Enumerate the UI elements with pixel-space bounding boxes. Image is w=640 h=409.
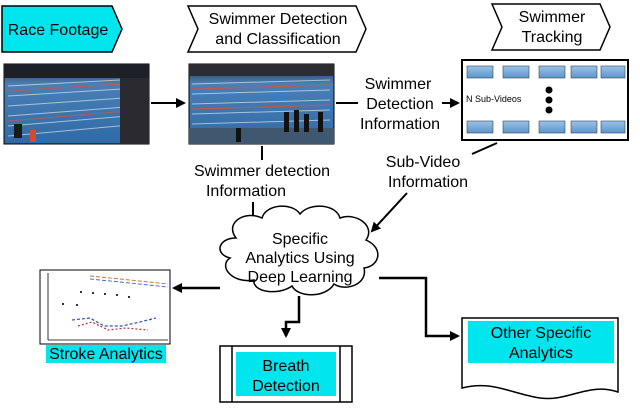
- tracking-stage: Swimmer Tracking: [490, 3, 611, 51]
- detection-image: [188, 63, 335, 145]
- other-label-line1: Other Specific: [491, 325, 591, 342]
- detection-label-line2: and Classification: [215, 31, 340, 48]
- race-footage-shape: [1, 5, 123, 53]
- cloud-label-line1: Specific: [272, 231, 328, 248]
- race-footage-stage: Race Footage: [1, 5, 123, 53]
- race-footage-label: Race Footage: [8, 22, 109, 39]
- cloud-label-line3: Deep Learning: [248, 269, 353, 286]
- ellipsis-dots: [545, 86, 553, 114]
- detection-stage: Swimmer Detection and Classification: [186, 5, 367, 53]
- other-label-line2: Analytics: [509, 345, 573, 362]
- subvideo-info-label: Sub-Video Information: [386, 154, 468, 191]
- detection-label-line1: Swimmer Detection: [209, 11, 348, 28]
- tracking-shape: [490, 3, 611, 51]
- arrow-cloud-to-breath: [281, 296, 301, 338]
- subvideo-thumbnails-bottom: [466, 120, 626, 134]
- detection-shape: [186, 5, 367, 53]
- subvideo-thumbnails-top: [466, 65, 626, 79]
- stroke-chart-frame: [39, 269, 171, 345]
- svg-text:Sub-Video: Sub-Video: [386, 154, 461, 171]
- svg-text:Detection: Detection: [366, 96, 434, 113]
- detection-info-label: Swimmer Detection Information: [360, 76, 440, 133]
- arrow-cloud-to-other: [379, 276, 460, 341]
- stroke-analytics-label: Stroke Analytics: [49, 346, 163, 363]
- cloud-label-line2: Analytics Using: [245, 250, 354, 267]
- arrow-subvideo-to-cloud: [370, 192, 408, 233]
- stroke-analytics-highlight: [46, 345, 166, 363]
- breath-label-line1: Breath: [262, 358, 309, 375]
- race-footage-image: [3, 63, 150, 145]
- svg-text:Swimmer detection: Swimmer detection: [194, 163, 330, 180]
- tracking-label-line1: Swimmer: [519, 9, 586, 26]
- other-analytics-output: Other Specific Analytics: [461, 317, 619, 400]
- cloud-shape: [219, 205, 379, 296]
- svg-text:Information: Information: [360, 116, 440, 133]
- breath-label-line2: Detection: [252, 378, 320, 395]
- analytics-cloud: Specific Analytics Using Deep Learning: [219, 205, 379, 296]
- stroke-analytics-output: Stroke Analytics: [39, 269, 171, 363]
- breath-highlight: [236, 352, 336, 396]
- swimmer-detection-info-label: Swimmer detection Information: [194, 163, 330, 200]
- breath-detection-output: Breath Detection: [219, 345, 353, 403]
- subvideos-label: N Sub-Videos: [466, 94, 522, 104]
- subvideos-panel: N Sub-Videos: [461, 59, 629, 141]
- other-highlight: [468, 321, 614, 363]
- svg-text:Information: Information: [206, 183, 286, 200]
- svg-text:Information: Information: [388, 174, 468, 191]
- arrow-subvideo-stub: [471, 142, 498, 155]
- tracking-label-line2: Tracking: [522, 29, 583, 46]
- svg-text:Swimmer: Swimmer: [365, 76, 432, 93]
